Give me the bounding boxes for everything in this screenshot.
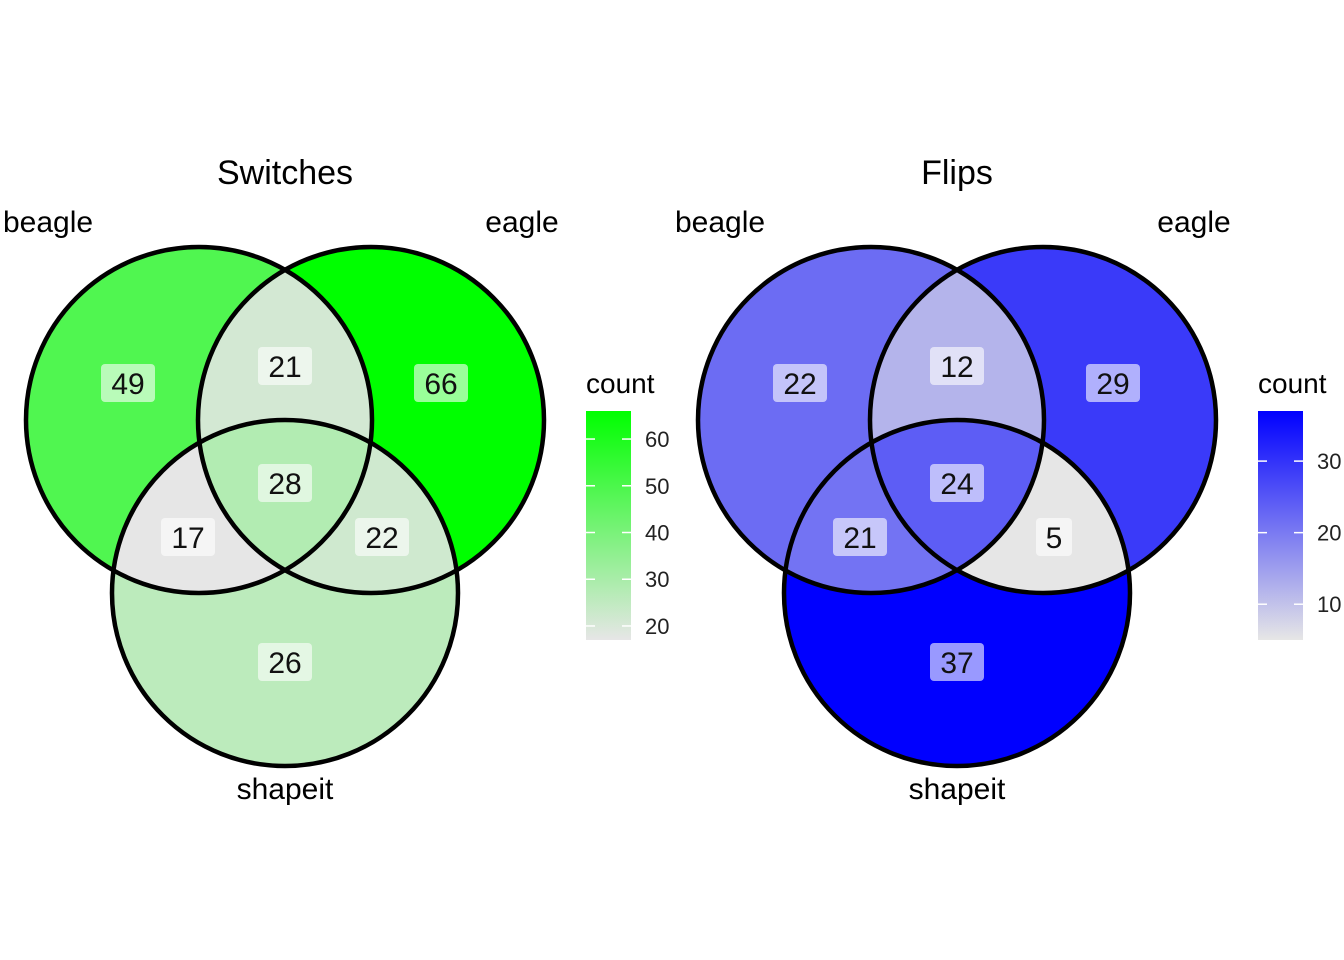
venn-panel-switches: 49 21 66 28 17 22 26 Switches beagle eagle shapeit… [3, 154, 670, 806]
legend-tick-label: 20 [645, 614, 669, 639]
legend-tick-label: 60 [645, 427, 669, 452]
count-label-eagle: 29 [1086, 364, 1140, 402]
legend-tick-label: 50 [645, 474, 669, 499]
count-label-shapeit: 26 [258, 643, 312, 681]
count-label-eagle-shapeit: 22 [355, 518, 409, 556]
count-label-beagle-shapeit: 21 [833, 518, 887, 556]
set-outline-shapeit [109, 417, 461, 769]
legend-tick-label: 10 [1317, 592, 1341, 617]
count-label-beagle-eagle-shapeit: 24 [930, 464, 984, 502]
set-label-shapeit: shapeit [909, 773, 1006, 806]
set-label-eagle: eagle [485, 206, 558, 239]
count-label-beagle-eagle: 12 [930, 347, 984, 385]
count-label-eagle-shapeit: 5 [1036, 518, 1072, 556]
set-outline-eagle [195, 244, 547, 596]
svg-text:29: 29 [1096, 368, 1129, 401]
region-beagle-eagle-shapeit [198, 420, 372, 593]
venn-panel-flips: 22 12 29 24 21 5 37 Flips beagle eagle shapeit coun… [675, 154, 1342, 806]
svg-text:22: 22 [365, 522, 398, 555]
panel-title: Flips [921, 154, 993, 192]
legend-gradient-bar [586, 411, 631, 640]
count-label-beagle: 49 [101, 364, 155, 402]
set-outline-shapeit [781, 417, 1133, 769]
count-label-beagle: 22 [773, 364, 827, 402]
svg-text:66: 66 [424, 368, 457, 401]
set-label-beagle: beagle [675, 206, 765, 239]
set-label-beagle: beagle [3, 206, 93, 239]
svg-text:21: 21 [843, 522, 876, 555]
legend-tick-label: 40 [645, 521, 669, 546]
svg-text:24: 24 [940, 468, 973, 501]
svg-text:21: 21 [268, 351, 301, 384]
svg-text:22: 22 [783, 368, 816, 401]
svg-text:26: 26 [268, 647, 301, 680]
panel-title: Switches [217, 154, 353, 192]
legend-title: count [586, 368, 655, 399]
count-label-beagle-eagle: 21 [258, 347, 312, 385]
legend-gradient-bar [1258, 411, 1303, 640]
set-outline-beagle [23, 244, 375, 596]
legend-tick-label: 30 [645, 567, 669, 592]
svg-text:5: 5 [1046, 522, 1063, 555]
count-label-shapeit: 37 [930, 643, 984, 681]
legend-tick-label: 20 [1317, 521, 1341, 546]
svg-text:17: 17 [171, 522, 204, 555]
svg-text:37: 37 [940, 647, 973, 680]
set-label-eagle: eagle [1157, 206, 1230, 239]
set-outline-beagle [695, 244, 1047, 596]
legend-colorbar: count 10 20 30 [1258, 368, 1341, 640]
svg-text:49: 49 [111, 368, 144, 401]
count-label-beagle-shapeit: 17 [161, 518, 215, 556]
count-label-beagle-eagle-shapeit: 28 [258, 464, 312, 502]
region-beagle-eagle-shapeit [870, 420, 1044, 593]
legend-tick-label: 30 [1317, 449, 1341, 474]
svg-text:28: 28 [268, 468, 301, 501]
svg-text:12: 12 [940, 351, 973, 384]
set-outline-eagle [867, 244, 1219, 596]
count-label-eagle: 66 [414, 364, 468, 402]
legend-title: count [1258, 368, 1327, 399]
set-label-shapeit: shapeit [237, 773, 334, 806]
legend-colorbar: count 20 30 40 50 60 [586, 368, 669, 640]
